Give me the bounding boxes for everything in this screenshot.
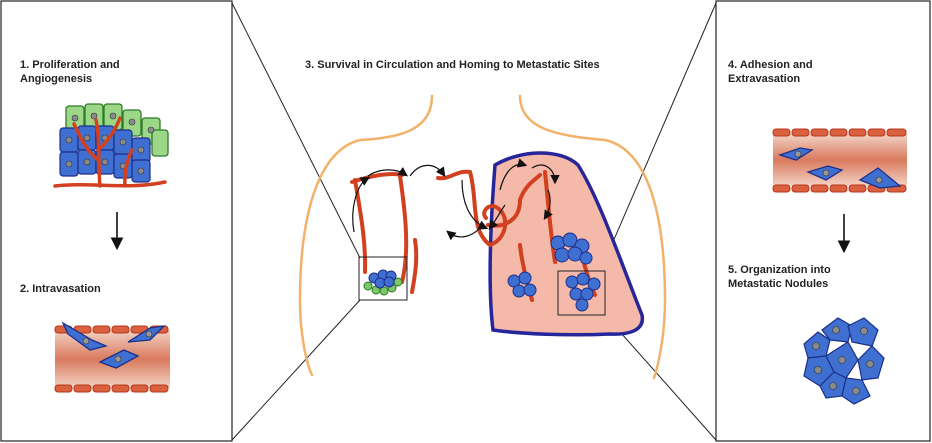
step-3-line-1: 3. Survival in Circulation and Homing to… — [305, 58, 600, 72]
step-1-label: 1. Proliferation and Angiogenesis — [20, 58, 120, 86]
proliferation-illustration — [55, 104, 168, 186]
step-5-label: 5. Organization into Metastatic Nodules — [728, 263, 831, 291]
step-2-line-1: 2. Intravasation — [20, 282, 101, 296]
primary-tumor-site — [364, 270, 402, 295]
step-4-line-1: 4. Adhesion and — [728, 58, 813, 72]
step-5-line-1: 5. Organization into — [728, 263, 831, 277]
step-1-line-1: 1. Proliferation and — [20, 58, 120, 72]
step-4-line-2: Extravasation — [728, 72, 813, 86]
intravasation-vessel — [55, 323, 170, 392]
step-3-label: 3. Survival in Circulation and Homing to… — [305, 58, 600, 72]
metastatic-nodule — [804, 318, 884, 404]
step-1-line-2: Angiogenesis — [20, 72, 120, 86]
step-5-line-2: Metastatic Nodules — [728, 277, 831, 291]
extravasation-vessel — [773, 129, 907, 192]
step-4-label: 4. Adhesion and Extravasation — [728, 58, 813, 86]
step-2-label: 2. Intravasation — [20, 282, 101, 296]
